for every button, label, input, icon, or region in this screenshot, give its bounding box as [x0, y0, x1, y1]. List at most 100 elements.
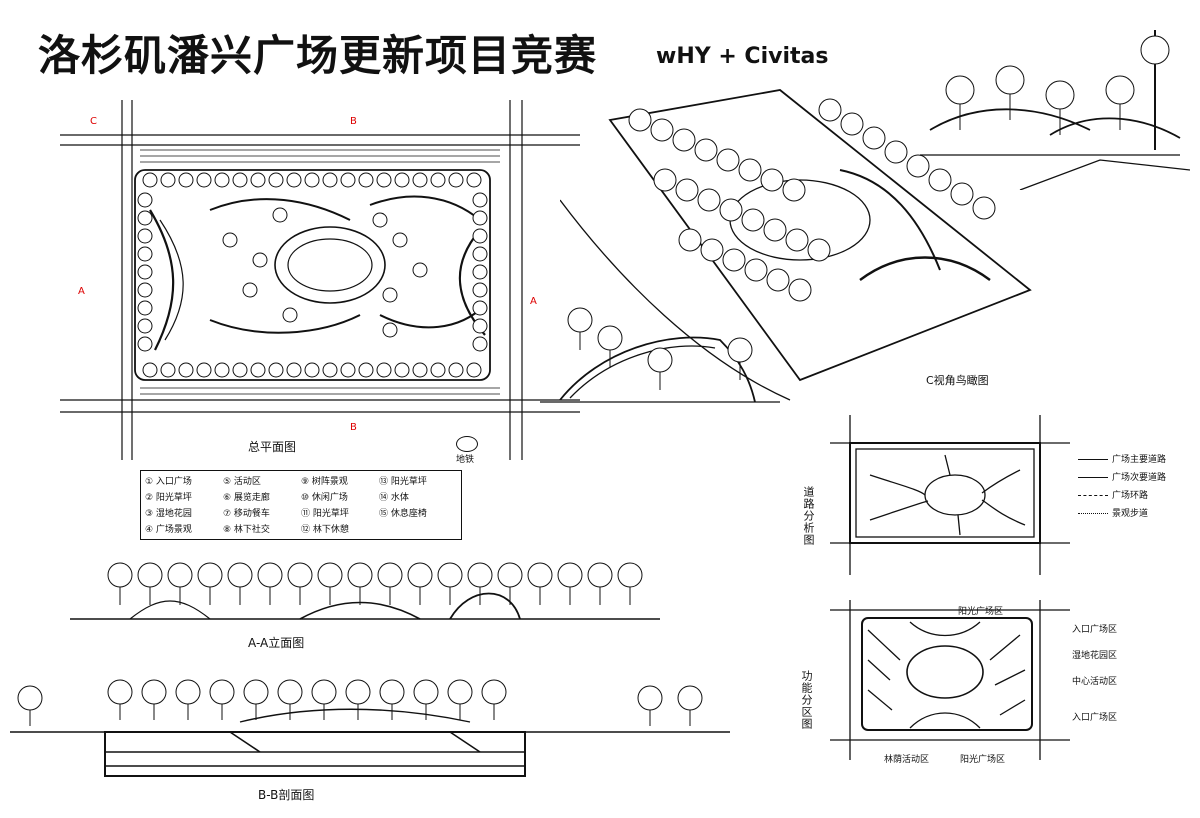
tree-canopy	[382, 322, 398, 338]
tree-canopy	[178, 362, 194, 378]
tree-canopy	[304, 362, 320, 378]
tree-canopy	[137, 210, 153, 226]
aa-trees	[107, 562, 643, 605]
tree-canopy	[617, 562, 643, 588]
tree-canopy	[340, 362, 356, 378]
tree-canopy	[252, 252, 268, 268]
tree-canopy	[222, 232, 238, 248]
tree-canopy	[760, 168, 784, 192]
tree-canopy	[142, 172, 158, 188]
legend-item	[379, 522, 457, 538]
tree-canopy	[472, 264, 488, 280]
tree-canopy	[197, 562, 223, 588]
tree-canopy	[272, 207, 288, 223]
tree-canopy	[137, 562, 163, 588]
zone-label-right-1: 入口广场区	[1072, 625, 1118, 635]
tree-canopy	[738, 158, 762, 182]
tree-canopy	[282, 307, 298, 323]
tree-canopy	[358, 362, 374, 378]
tree-canopy	[928, 168, 952, 192]
aa-elevation	[70, 545, 660, 625]
tree-canopy	[448, 362, 464, 378]
legend-item: ⑧ 林下社交	[223, 525, 270, 535]
tree-canopy	[597, 325, 623, 351]
tree-canopy	[347, 562, 373, 588]
tree-canopy	[196, 172, 212, 188]
tree-canopy	[376, 362, 392, 378]
bridge-trees	[567, 307, 753, 390]
tree-canopy	[472, 228, 488, 244]
tree-canopy	[785, 228, 809, 252]
legend-item: ⑪ 阳光草坪	[301, 509, 349, 519]
tree-canopy	[972, 196, 996, 220]
tree-canopy	[672, 128, 696, 152]
tree-canopy	[447, 679, 473, 705]
tree-canopy	[587, 562, 613, 588]
tree-canopy	[394, 172, 410, 188]
tree-canopy	[345, 679, 371, 705]
tree-canopy	[677, 685, 703, 711]
tree-canopy	[700, 238, 724, 262]
tree-canopy	[719, 198, 743, 222]
section-mark-a-right: A	[530, 296, 537, 307]
north-label: 地铁	[456, 455, 475, 465]
bb-section	[10, 670, 730, 780]
legend-item: ⑦ 移动餐车	[223, 509, 270, 519]
tree-canopy	[697, 188, 721, 212]
tree-canopy	[472, 282, 488, 298]
legend-item: ⑥ 展览走廊	[223, 493, 270, 503]
tree-canopy	[763, 218, 787, 242]
tree-canopy	[137, 318, 153, 334]
aa-caption: A-A立面图	[248, 636, 305, 650]
function-zoning-title: 功能分区图	[800, 670, 813, 730]
aerial-sketch	[560, 89, 1032, 401]
tree-canopy	[807, 238, 831, 262]
tree-canopy	[304, 172, 320, 188]
tree-canopy	[906, 154, 930, 178]
north-arrow-icon	[456, 436, 478, 452]
legend-item: ⑩ 休闲广场	[301, 493, 348, 503]
zone-label-bottom-left: 林荫活动区	[884, 755, 930, 765]
tree-canopy	[141, 679, 167, 705]
road-legend-path: 景观步道	[1078, 506, 1194, 524]
tree-canopy	[472, 246, 488, 262]
tree-canopy	[467, 562, 493, 588]
tree-canopy	[214, 172, 230, 188]
tree-canopy	[372, 212, 388, 228]
tree-canopy	[137, 246, 153, 262]
tree-canopy	[628, 108, 652, 132]
tree-canopy	[322, 172, 338, 188]
tree-canopy	[527, 562, 553, 588]
tree-canopy	[437, 562, 463, 588]
tree-canopy	[268, 362, 284, 378]
road-analysis-legend: 广场主要道路 广场次要道路 广场环路 景观步道	[1078, 452, 1194, 524]
tree-canopy	[178, 172, 194, 188]
street-perspective	[900, 20, 1190, 190]
tree-canopy	[268, 172, 284, 188]
zone-label-bottom-right: 阳光广场区	[960, 755, 1006, 765]
masterplan-caption: 总平面图	[248, 440, 297, 454]
street-perspective-svg	[920, 30, 1190, 190]
tree-canopy	[175, 679, 201, 705]
road-legend-ring: 广场环路	[1078, 488, 1194, 506]
tree-canopy	[472, 318, 488, 334]
masterplan-drawing: C B B A A	[60, 100, 580, 460]
street-trees	[945, 35, 1170, 135]
tree-canopy	[430, 172, 446, 188]
aa-elevation-sketch	[70, 562, 660, 620]
tree-canopy	[1105, 75, 1135, 105]
tree-canopy	[257, 562, 283, 588]
tree-canopy	[727, 337, 753, 363]
legend-item: ④ 广场景观	[145, 525, 192, 535]
legend-item: ⑨ 树阵景观	[301, 477, 348, 487]
tree-canopy	[1045, 80, 1075, 110]
tree-canopy	[744, 258, 768, 282]
tree-canopy	[466, 172, 482, 188]
tree-canopy	[694, 138, 718, 162]
tree-canopy	[232, 172, 248, 188]
tree-canopy	[412, 262, 428, 278]
tree-canopy	[250, 362, 266, 378]
road-analysis-diagram	[830, 415, 1070, 575]
